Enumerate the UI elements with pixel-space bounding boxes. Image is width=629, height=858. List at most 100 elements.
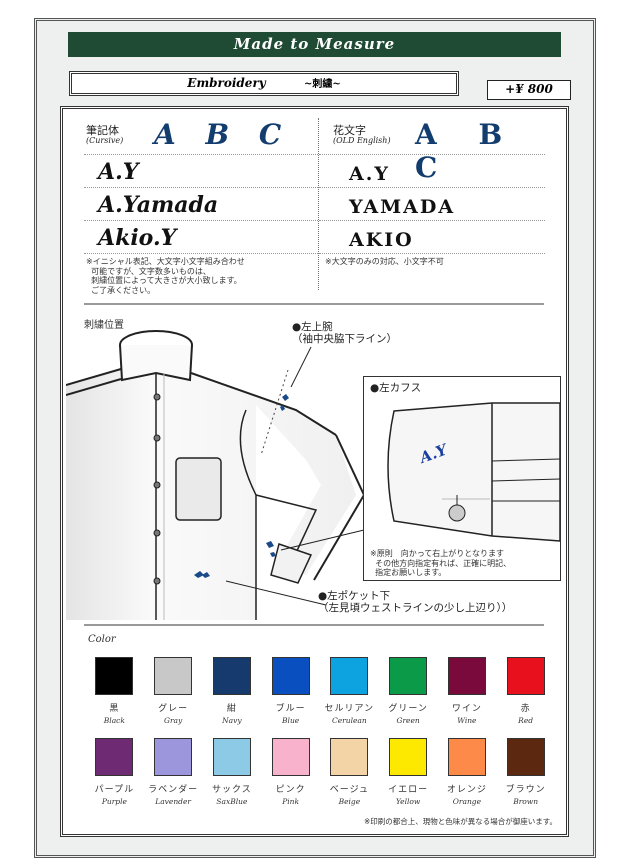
swatch-box bbox=[389, 738, 428, 776]
section-title: Embroidery ~刺繍~ bbox=[69, 71, 459, 96]
oldenglish-example: A.Y bbox=[349, 163, 390, 185]
swatch-jp: 黒 bbox=[109, 704, 120, 714]
price-badge: +¥ 800 bbox=[487, 80, 571, 100]
swatch-box bbox=[330, 657, 369, 695]
swatch-en: Navy bbox=[222, 716, 242, 725]
swatch-jp: 紺 bbox=[226, 704, 237, 714]
color-label: Color bbox=[88, 634, 116, 645]
oldenglish-example: YAMADA bbox=[349, 196, 456, 218]
swatch-en: Green bbox=[396, 716, 420, 725]
swatch-jp: 赤 bbox=[520, 704, 531, 714]
swatch-box bbox=[447, 657, 486, 695]
font-section: 筆記体 (Cursive) A B C A.Y A.Yamada Akio.Y … bbox=[84, 118, 545, 295]
swatch-jp: パープル bbox=[94, 785, 135, 795]
oldenglish-sample: A B C bbox=[415, 118, 519, 184]
swatch-jp: ピンク bbox=[275, 785, 306, 795]
swatch-en: Wine bbox=[457, 716, 477, 725]
color-swatch-beige[interactable]: ベージュ Beige bbox=[320, 738, 379, 806]
cuff-note: ※原則 向かって右上がりとなります その他方向指定有れば、正確に明記、 指定お願… bbox=[370, 549, 512, 577]
swatch-box bbox=[154, 738, 193, 776]
oldenglish-label-en: (OLD English) bbox=[333, 136, 391, 145]
cursive-header: 筆記体 (Cursive) A B C bbox=[84, 118, 318, 155]
position-label: 刺繍位置 bbox=[84, 320, 124, 331]
swatch-box bbox=[330, 738, 369, 776]
cursive-label-jp: 筆記体 bbox=[86, 124, 119, 137]
cuff-illustration-icon: A.Y bbox=[387, 402, 560, 542]
swatch-en: Cerulean bbox=[332, 716, 367, 725]
oldenglish-header: 花文字 (OLD English) A B C bbox=[319, 118, 545, 184]
swatch-en: Beige bbox=[338, 797, 361, 806]
swatch-box bbox=[212, 657, 251, 695]
cuff-title: ●左カフス bbox=[370, 382, 422, 394]
color-footnote: ※印刷の都合上、現物と色味が異なる場合が御座います。 bbox=[363, 817, 557, 826]
swatch-en: Blue bbox=[282, 716, 300, 725]
cuff-detail: ●左カフス A.Y ※原則 向かって右上がりとなります その他方向指定有れば、正… bbox=[363, 376, 561, 581]
color-swatch-lavender[interactable]: ラベンダー Lavender bbox=[144, 738, 203, 806]
swatch-en: Black bbox=[103, 716, 125, 725]
color-swatch-cerulean[interactable]: セルリアン Cerulean bbox=[320, 657, 379, 725]
oldenglish-note: ※大文字のみの対応、小文字不可 bbox=[325, 257, 444, 266]
oldenglish-example-row: AKIO bbox=[319, 221, 545, 254]
cursive-note: ※イニシャル表記、大文字小文字組み合わせ 可能ですが、文字数多いものは、 刺繍位… bbox=[86, 257, 245, 295]
title-jp: ~刺繍~ bbox=[303, 79, 341, 90]
swatch-en: SaxBlue bbox=[216, 797, 248, 806]
color-swatch-red[interactable]: 赤 Red bbox=[496, 657, 555, 725]
cursive-example: Akio.Y bbox=[98, 225, 177, 251]
section-divider bbox=[84, 303, 544, 305]
section-divider bbox=[84, 624, 544, 626]
cursive-column: 筆記体 (Cursive) A B C A.Y A.Yamada Akio.Y … bbox=[84, 118, 318, 295]
swatch-en: Red bbox=[518, 716, 534, 725]
swatch-jp: グリーン bbox=[388, 704, 428, 714]
color-swatch-green[interactable]: グリーン Green bbox=[379, 657, 438, 725]
color-swatch-brown[interactable]: ブラウン Brown bbox=[496, 738, 555, 806]
cursive-example: A.Y bbox=[98, 159, 139, 185]
swatch-box bbox=[95, 738, 134, 776]
swatch-jp: イエロー bbox=[388, 785, 429, 795]
swatch-en: Brown bbox=[513, 797, 539, 806]
oldenglish-example-row: A.Y bbox=[319, 155, 545, 188]
swatch-box bbox=[506, 657, 545, 695]
color-swatch-orange[interactable]: オレンジ Orange bbox=[438, 738, 497, 806]
swatch-jp: ラベンダー bbox=[148, 785, 199, 795]
oldenglish-column: 花文字 (OLD English) A B C A.Y YAMADA AKIO … bbox=[318, 118, 545, 290]
callout-upper-arm: ●左上腕 （袖中央脇下ライン） bbox=[292, 321, 397, 345]
swatch-jp: ブルー bbox=[275, 704, 306, 714]
swatch-box bbox=[212, 738, 251, 776]
swatch-jp: ワイン bbox=[451, 704, 482, 714]
swatch-box bbox=[95, 657, 134, 695]
color-swatch-navy[interactable]: 紺 Navy bbox=[203, 657, 262, 725]
swatch-box bbox=[447, 738, 486, 776]
swatch-jp: ベージュ bbox=[329, 785, 369, 795]
color-swatch-pink[interactable]: ピンク Pink bbox=[261, 738, 320, 806]
cursive-label-en: (Cursive) bbox=[86, 136, 124, 145]
swatch-en: Pink bbox=[282, 797, 300, 806]
color-swatch-blue[interactable]: ブルー Blue bbox=[261, 657, 320, 725]
color-swatch-black[interactable]: 黒 Black bbox=[85, 657, 144, 725]
cursive-example: A.Yamada bbox=[98, 192, 219, 218]
swatch-jp: サックス bbox=[212, 785, 252, 795]
swatch-box bbox=[154, 657, 193, 695]
color-swatch-yellow[interactable]: イエロー Yellow bbox=[379, 738, 438, 806]
swatch-en: Gray bbox=[163, 716, 183, 725]
swatch-box bbox=[271, 738, 310, 776]
swatch-en: Lavender bbox=[155, 797, 192, 806]
color-swatch-wine[interactable]: ワイン Wine bbox=[438, 657, 497, 725]
color-swatch-saxblue[interactable]: サックス SaxBlue bbox=[203, 738, 262, 806]
cursive-example-row: A.Yamada bbox=[84, 188, 318, 221]
swatch-box bbox=[271, 657, 310, 695]
callout-pocket: ●左ポケット下 （左見頃ウェストラインの少し上辺り）） bbox=[318, 590, 513, 614]
swatch-en: Orange bbox=[452, 797, 482, 806]
cursive-sample: A B C bbox=[154, 118, 292, 151]
cursive-example-row: A.Y bbox=[84, 155, 318, 188]
swatch-jp: ブラウン bbox=[505, 785, 546, 795]
title-en: Embroidery bbox=[187, 76, 266, 90]
swatch-en: Yellow bbox=[395, 797, 421, 806]
swatch-jp: セルリアン bbox=[324, 704, 375, 714]
shirt-illustration-icon bbox=[66, 330, 366, 620]
swatch-jp: オレンジ bbox=[446, 785, 487, 795]
banner-title: Made to Measure bbox=[68, 32, 561, 57]
swatch-box bbox=[389, 657, 428, 695]
